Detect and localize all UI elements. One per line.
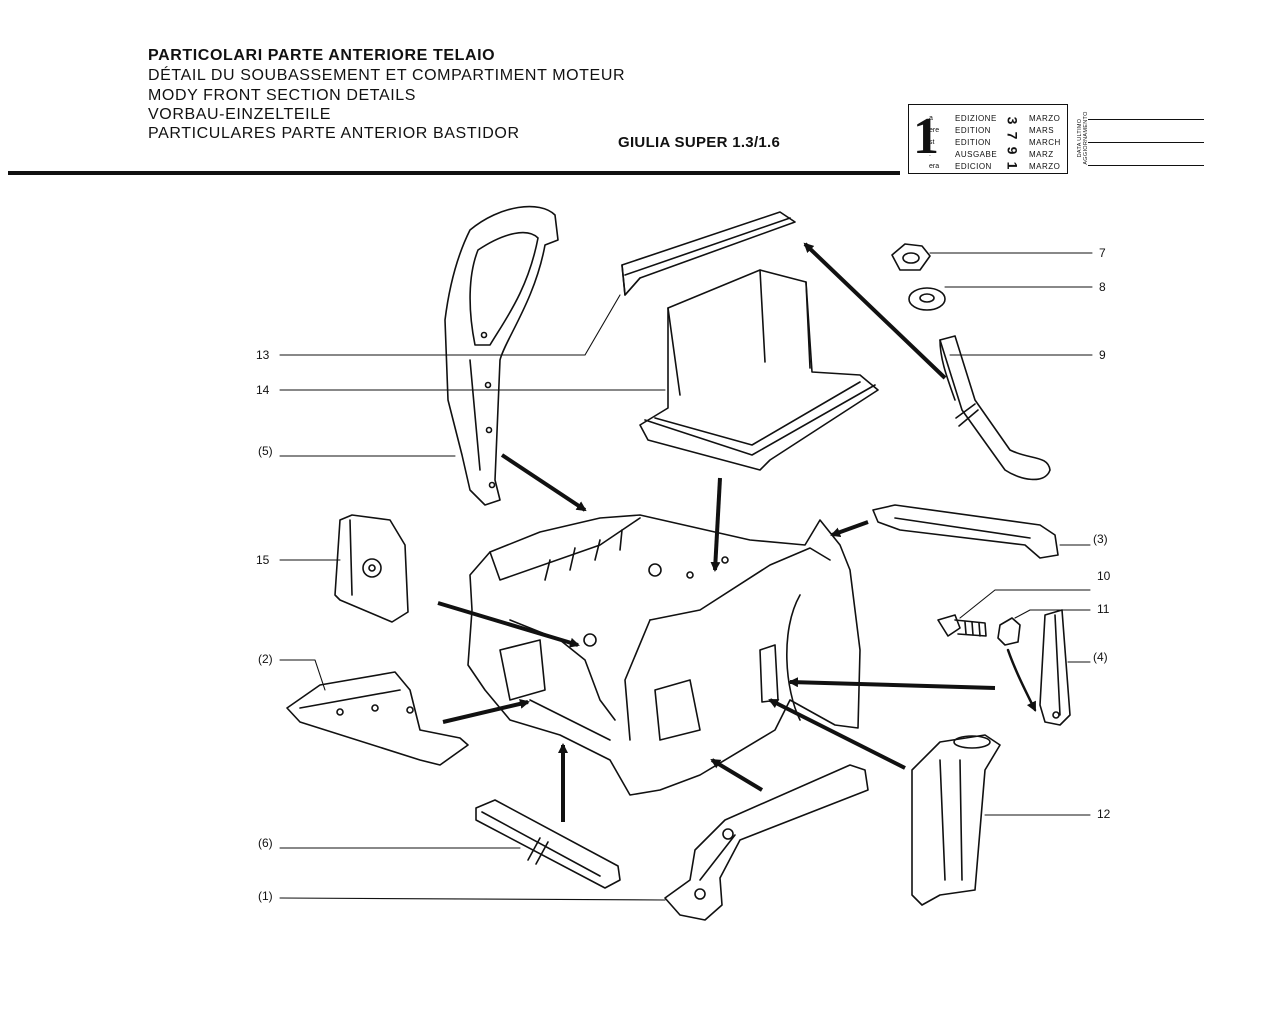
callout-6: (6) bbox=[258, 836, 273, 850]
edition-month: MARZO bbox=[1029, 162, 1061, 171]
title-german: VORBAU-EINZELTEILE bbox=[148, 106, 331, 123]
callout-14: 14 bbox=[256, 383, 270, 397]
leader-11 bbox=[1014, 609, 1091, 619]
arrow-pillar bbox=[500, 453, 587, 512]
leader-13 bbox=[279, 294, 621, 356]
title-italian: PARTICOLARI PARTE ANTERIORE TELAIO bbox=[148, 47, 496, 64]
title-french: DÉTAIL DU SOUBASSEMENT ET COMPARTIMENT M… bbox=[148, 67, 626, 84]
edition-word: EDITION bbox=[955, 138, 991, 147]
edition-word: EDITION bbox=[955, 126, 991, 135]
edition-month: MARS bbox=[1029, 126, 1055, 135]
suffix: era bbox=[929, 163, 940, 170]
part-10-bolt bbox=[937, 614, 987, 637]
edition-word: AUSGABE bbox=[955, 150, 998, 159]
arrow-tray bbox=[710, 477, 722, 572]
arrow-bracket4 bbox=[788, 677, 996, 690]
arrow-bracket2 bbox=[442, 698, 530, 724]
part-8-washer bbox=[908, 287, 946, 311]
leader-2 bbox=[279, 659, 326, 691]
callout-11: 11 bbox=[1097, 602, 1110, 616]
part-5-pillar bbox=[444, 205, 559, 506]
suffix: a bbox=[929, 115, 933, 122]
callout-10: 10 bbox=[1097, 569, 1111, 583]
edition-word: EDICION bbox=[955, 162, 992, 171]
header-rule bbox=[8, 171, 900, 175]
leader-lines bbox=[279, 252, 1093, 901]
update-line bbox=[1088, 165, 1204, 166]
part-3-rail bbox=[872, 504, 1059, 559]
arrow-panel15 bbox=[437, 601, 580, 648]
part-7-nut bbox=[891, 243, 931, 271]
suffix: ere bbox=[929, 127, 940, 134]
part-4-bracket bbox=[1039, 609, 1071, 726]
leader-1 bbox=[279, 897, 666, 901]
edition-month: MARZO bbox=[1029, 114, 1061, 123]
callout-4: (4) bbox=[1093, 650, 1108, 664]
callout-1: (1) bbox=[258, 889, 273, 903]
edition-stamp: 1 a ere st . era EDIZIONE EDITION EDITIO… bbox=[908, 104, 1068, 174]
part-9-rod bbox=[939, 335, 1051, 481]
part-2-bracket bbox=[286, 671, 469, 766]
callout-8: 8 bbox=[1099, 280, 1106, 294]
callout-12: 12 bbox=[1097, 807, 1111, 821]
arrow-nut11 bbox=[1006, 648, 1037, 712]
callout-2: (2) bbox=[258, 652, 273, 666]
part-1-side-rail bbox=[664, 764, 869, 921]
arrow-side-rail bbox=[710, 758, 764, 792]
update-line bbox=[1088, 119, 1204, 120]
assembly-arrows bbox=[437, 242, 996, 822]
callout-3: (3) bbox=[1093, 532, 1108, 546]
part-11-nut bbox=[997, 617, 1021, 646]
title-spanish: PARTICULARES PARTE ANTERIOR BASTIDOR bbox=[148, 125, 520, 142]
leader-10 bbox=[959, 589, 1091, 619]
edition-month: MARZ bbox=[1029, 150, 1054, 159]
update-line bbox=[1088, 142, 1204, 143]
part-12-tower bbox=[911, 734, 1001, 906]
edition-word: EDIZIONE bbox=[955, 114, 997, 123]
part-14-battery-tray bbox=[639, 269, 879, 471]
callout-9: 9 bbox=[1099, 348, 1106, 362]
model-name: GIULIA SUPER 1.3/1.6 bbox=[618, 134, 781, 151]
part-13-strip bbox=[621, 211, 796, 296]
part-6-crossmember bbox=[475, 799, 621, 889]
arrow-rod-to-strip bbox=[803, 242, 947, 380]
edition-month: MARCH bbox=[1029, 138, 1061, 147]
suffix: . bbox=[929, 151, 931, 158]
arrow-tower bbox=[768, 698, 906, 770]
callout-7: 7 bbox=[1099, 246, 1106, 260]
title-english: MODY FRONT SECTION DETAILS bbox=[148, 87, 417, 104]
suffix: st bbox=[929, 139, 935, 146]
callout-5: (5) bbox=[258, 444, 273, 458]
arrow-rail3 bbox=[830, 520, 869, 537]
callout-15: 15 bbox=[256, 553, 270, 567]
part-15-panel bbox=[334, 514, 409, 623]
edition-number: 1 bbox=[913, 108, 939, 165]
main-body-shell bbox=[467, 514, 861, 796]
callout-13: 13 bbox=[256, 348, 270, 362]
